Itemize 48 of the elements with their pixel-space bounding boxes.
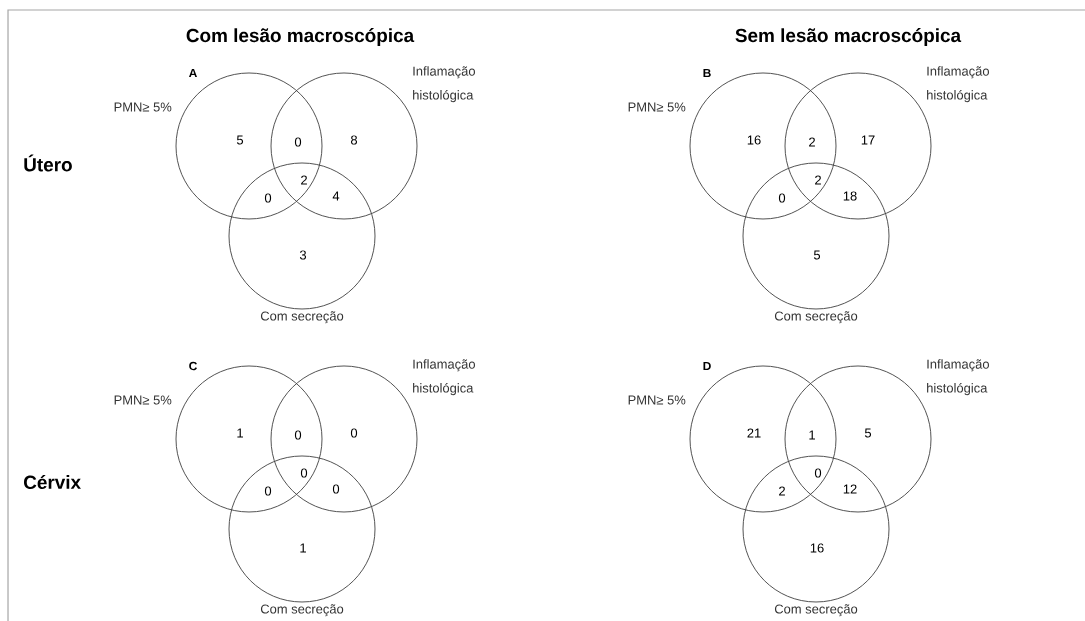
- set-label: Com secreção: [260, 311, 344, 324]
- region-count: 18: [843, 191, 857, 201]
- region-count: 2: [815, 175, 821, 185]
- region-count: 1: [300, 543, 306, 553]
- section-heading: Sem lesão macroscópica: [735, 28, 962, 46]
- region-count: 8: [350, 135, 358, 145]
- region-count: 0: [300, 468, 308, 478]
- region-count: 0: [264, 486, 272, 496]
- set-label: PMN≥ 5%: [114, 395, 172, 405]
- set-label: PMN≥ 5%: [114, 102, 172, 112]
- region-count: 0: [778, 193, 786, 203]
- region-count: 2: [301, 175, 307, 185]
- region-count: 16: [747, 135, 761, 145]
- region-count: 1: [809, 430, 815, 440]
- region-count: 1: [237, 428, 243, 438]
- region-count: 0: [350, 428, 358, 438]
- set-label: PMN≥ 5%: [628, 102, 686, 112]
- region-count: 0: [332, 484, 340, 494]
- region-count: 5: [813, 250, 821, 260]
- region-count: 0: [294, 430, 302, 440]
- set-label: Inflamação histológica: [927, 66, 989, 103]
- region-count: 5: [236, 135, 244, 145]
- region-count: 5: [864, 428, 872, 438]
- row-label: Cérvix: [24, 474, 81, 490]
- region-count: 21: [747, 428, 761, 438]
- region-count: 4: [332, 191, 340, 201]
- region-count: 2: [779, 486, 785, 496]
- region-count: 16: [810, 543, 824, 553]
- set-label: Com secreção: [774, 604, 858, 617]
- region-count: 0: [294, 137, 302, 147]
- panel-letter: D: [703, 361, 711, 371]
- region-count: 12: [843, 484, 857, 494]
- panel-letter: C: [189, 361, 197, 371]
- region-count: 3: [299, 250, 307, 260]
- set-label: Inflamação histológica: [413, 66, 475, 103]
- panel-letter: B: [703, 68, 711, 78]
- set-label: Com secreção: [774, 311, 858, 324]
- region-count: 0: [264, 193, 272, 203]
- panel-letter: A: [189, 68, 197, 78]
- set-label: Inflamação histológica: [927, 359, 989, 396]
- row-label: Útero: [24, 154, 72, 172]
- section-heading: Com lesão macroscópica: [186, 28, 415, 46]
- set-label: PMN≥ 5%: [628, 395, 686, 405]
- set-label: Com secreção: [260, 604, 344, 617]
- region-count: 17: [861, 135, 875, 145]
- region-count: 0: [814, 468, 822, 478]
- set-label: Inflamação histológica: [413, 359, 475, 396]
- region-count: 2: [809, 137, 815, 147]
